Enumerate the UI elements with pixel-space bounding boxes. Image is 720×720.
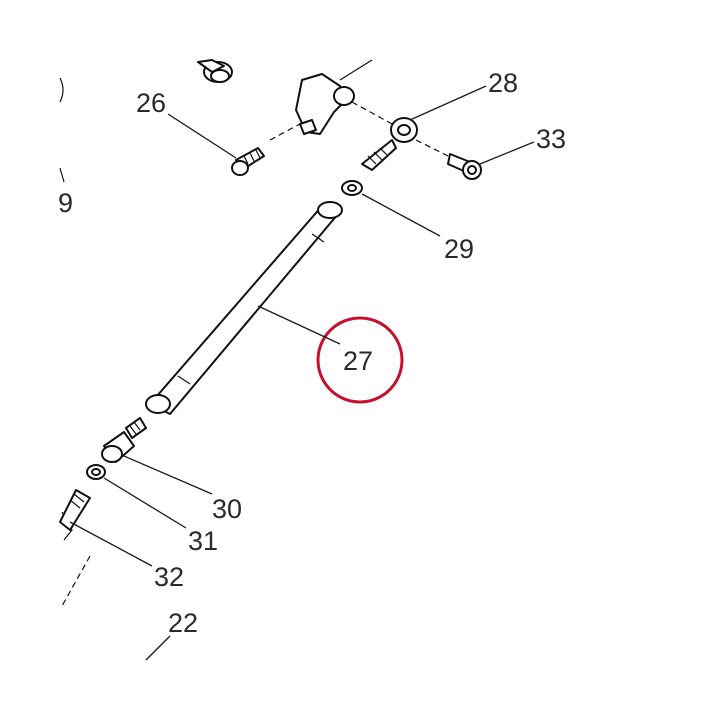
- bolt-part-33[interactable]: [447, 153, 482, 180]
- callout-30: 30: [212, 494, 242, 524]
- leader-22: [145, 635, 171, 661]
- rod-end-top[interactable]: [361, 117, 418, 171]
- bolt-33-axis-line: [415, 139, 449, 157]
- callout-9: 9: [58, 188, 73, 218]
- nut-part-30[interactable]: [101, 431, 135, 463]
- screw-part-26[interactable]: [197, 59, 233, 83]
- nut-part-29[interactable]: [341, 180, 363, 196]
- leader-30: [123, 455, 213, 495]
- threaded-end-part-30[interactable]: [125, 417, 147, 439]
- bracket-axis-line: [269, 123, 301, 141]
- leader-28: [409, 85, 487, 121]
- callout-28: 28: [488, 68, 518, 98]
- leader-33: [479, 141, 535, 165]
- highlight-circle: [316, 316, 404, 404]
- rod-end-axis-line: [351, 101, 393, 125]
- leader-26: [167, 113, 237, 159]
- washer-part-31[interactable]: [86, 464, 106, 480]
- leader-27: [257, 305, 341, 345]
- leader-29: [361, 193, 441, 237]
- callout-22: 22: [168, 608, 198, 638]
- bracket-part-28[interactable]: [295, 59, 373, 135]
- callout-33: 33: [536, 124, 566, 154]
- leader-31: [103, 477, 187, 529]
- bolt-part-26[interactable]: [231, 147, 265, 176]
- callout-29: 29: [444, 234, 474, 264]
- callout-31: 31: [188, 526, 218, 556]
- callout-26: 26: [136, 88, 166, 118]
- rod-part-27[interactable]: [145, 201, 343, 415]
- leader-32: [69, 521, 153, 567]
- callout-32: 32: [154, 562, 184, 592]
- rod-end-part-32[interactable]: [59, 489, 91, 531]
- callout-27: 27: [343, 346, 373, 376]
